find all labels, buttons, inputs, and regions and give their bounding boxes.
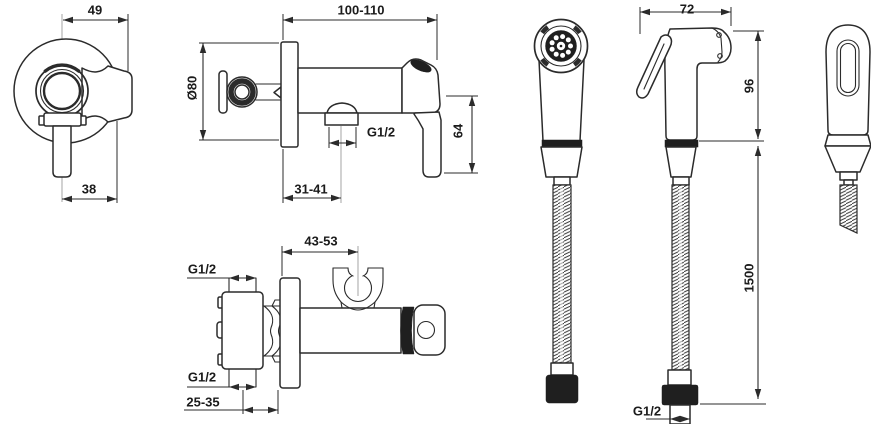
wall-flange-top [279, 277, 301, 389]
valve-top-view [184, 246, 446, 414]
dim-label-holder-offset: 43-53 [304, 233, 338, 249]
sprayer-dimensions [639, 7, 766, 423]
valve-head [401, 58, 441, 114]
union-ring-dark [228, 78, 256, 106]
sprayer-flare-back [824, 134, 871, 147]
dim-label-front-handle: 38 [81, 181, 97, 197]
lever-end-top [413, 304, 446, 356]
inwall-plate [218, 70, 228, 114]
back-slot-inner [839, 42, 857, 94]
hose-highlight [679, 186, 682, 369]
hose-back-partial [839, 184, 858, 234]
sprayer-cone-side [665, 146, 697, 178]
valve-front-dimensions [62, 14, 129, 203]
hose-thread [669, 404, 691, 424]
dim-label-side-depth: 100-110 [337, 2, 385, 18]
valve-side-view [199, 14, 478, 203]
spray-face [533, 18, 589, 74]
lever-collar [43, 112, 82, 127]
sprayer-side-view [635, 7, 766, 424]
holder-cup [81, 65, 133, 123]
valve-body-top [299, 307, 402, 354]
union-ring-bore [234, 84, 250, 100]
sprayer-nipple-front [553, 176, 571, 186]
dim-label-front-width: 49 [87, 2, 103, 18]
lever-handle-front [52, 125, 72, 178]
dim-label-head-height: 96 [741, 78, 757, 94]
lever-hole [416, 320, 436, 340]
ring-top-cap [43, 63, 81, 73]
dim-label-outlet-offset: 31-41 [294, 181, 328, 197]
hose-collar-front [550, 362, 574, 376]
dim-label-body-depth: 25-35 [186, 394, 220, 410]
dim-label-lever-drop: 64 [450, 123, 466, 139]
dim-label-flange-diameter: Ø80 [184, 75, 200, 101]
dim-label-hose-thread: G1/2 [632, 403, 662, 419]
hose-nut-front [545, 374, 579, 404]
valve-ring-inner [42, 71, 82, 111]
hose-collar-side [667, 369, 692, 386]
handle-collar-top [400, 306, 415, 355]
hose-highlight [560, 186, 563, 362]
sprayer-nipple-back [839, 171, 858, 181]
dim-label-head-width: 72 [679, 1, 695, 17]
dim-label-top-inlet-thread: G1/2 [187, 261, 217, 277]
outlet-base [324, 112, 359, 126]
sprayer-front-view [533, 18, 589, 404]
valve-side-dimensions [199, 14, 478, 203]
wall-flange-side [280, 41, 299, 148]
valve-top-dimensions [184, 246, 358, 414]
sprayer-cone-back [824, 145, 871, 173]
outlet-dome [326, 102, 358, 114]
valve-front-view [13, 14, 133, 203]
back-slot-outer [836, 39, 860, 97]
trigger-inner-line [643, 43, 665, 90]
sprayer-backnut-front [541, 139, 583, 148]
hex-adapter [263, 299, 282, 363]
sprayer-cone-front [540, 146, 583, 178]
dim-label-outlet-thread: G1/2 [366, 124, 396, 140]
sprayer-back-view [824, 24, 871, 234]
sprayer-backnut-side [664, 139, 699, 148]
inwall-body [221, 291, 264, 370]
hose-nut-side [661, 384, 699, 406]
nipple-tab [843, 179, 854, 186]
dim-label-hose-length: 1500 [741, 263, 757, 293]
sprayer-head-back [825, 24, 871, 136]
lever-handle-side [413, 111, 442, 178]
head-cap [410, 59, 432, 73]
face-edge-line [711, 27, 723, 63]
dim-label-top-outlet-thread: G1/2 [187, 369, 217, 385]
sprayer-head-side [664, 27, 732, 141]
sprayer-nipple-side [672, 176, 690, 186]
flange-notch [273, 86, 282, 99]
